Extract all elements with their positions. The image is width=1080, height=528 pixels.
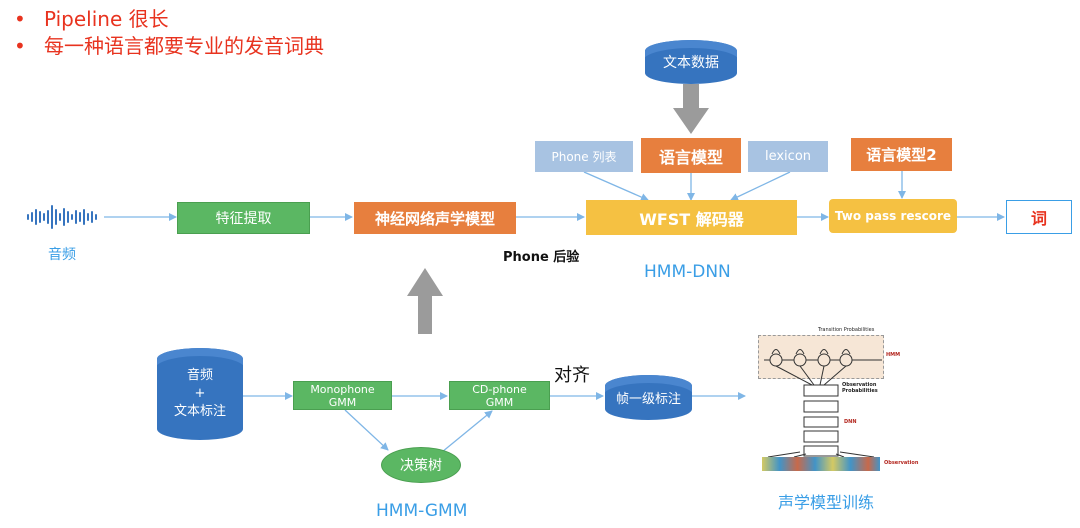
lexicon-label: lexicon — [764, 149, 812, 164]
observation-prob-label: Observation Probabilities — [842, 382, 878, 394]
frame-label-text: 帧一级标注 — [615, 392, 681, 407]
word-output-label: 词 — [1030, 209, 1047, 228]
decision-tree-label: 决策树 — [400, 458, 442, 474]
hmm-dnn-caption: HMM-DNN — [644, 262, 731, 282]
big-arrow-up — [407, 268, 443, 334]
cd-phone-gmm-line: GMM — [485, 395, 514, 409]
phone-list-label: Phone 列表 — [551, 150, 617, 164]
decision-tree-ellipse: 决策树 — [381, 447, 461, 483]
text-data-label: 文本数据 — [663, 55, 719, 71]
language-model-2-label: 语言模型2 — [866, 146, 937, 164]
big-arrow-down — [673, 84, 709, 134]
nn-acoustic-model-box: 神经网络声学模型 — [354, 202, 516, 234]
wfst-decoder-box: WFST 解码器 — [586, 200, 797, 235]
audio-text-line: + — [194, 386, 206, 401]
feature-extraction-label: 特征提取 — [215, 211, 272, 227]
audio-text-cylinder: 音频 + 文本标注 — [157, 348, 243, 440]
observation-prob-line: Probabilities — [842, 388, 878, 394]
nn-acoustic-model-label: 神经网络声学模型 — [374, 209, 495, 228]
hmm-gmm-caption: HMM-GMM — [376, 501, 468, 521]
language-model-box: 语言模型 — [641, 138, 741, 173]
two-pass-rescore-label: Two pass rescore — [834, 209, 952, 223]
monophone-gmm-line: Monophone — [310, 382, 375, 396]
phone-posterior-label: Phone 后验 — [503, 250, 580, 265]
audio-caption: 音频 — [48, 247, 76, 263]
arrow-lexicon-wfst — [730, 171, 791, 201]
arrow-phone-wfst — [583, 171, 649, 201]
lexicon-box: lexicon — [748, 141, 828, 172]
arrow-mono-tree — [344, 409, 389, 451]
text-data-cylinder: 文本数据 — [645, 40, 737, 84]
observation-prob-line: Observation — [842, 382, 877, 388]
network-svg — [762, 349, 882, 471]
hmm-dnn-network-figure: Transition Probabilities HMM Observation… — [754, 327, 922, 475]
wfst-decoder-label: WFST 解码器 — [639, 209, 744, 229]
two-pass-rescore-box: Two pass rescore — [829, 199, 957, 233]
frame-label-cylinder: 帧一级标注 — [605, 375, 692, 420]
align-label: 对齐 — [554, 365, 590, 386]
audio-text-line: 文本标注 — [173, 404, 226, 419]
cd-phone-gmm-line: CD-phone — [472, 382, 527, 396]
monophone-gmm-box: Monophone GMM — [293, 381, 392, 410]
language-model-label: 语言模型 — [658, 147, 723, 167]
word-output-box: 词 — [1006, 200, 1072, 234]
cd-phone-gmm-box: CD-phone GMM — [449, 381, 550, 410]
bullet-list: Pipeline 很长 每一种语言都要专业的发音词典 — [14, 6, 324, 60]
transition-label: Transition Probabilities — [818, 327, 875, 333]
monophone-gmm-line: GMM — [328, 395, 357, 409]
observation-label: Observation — [884, 460, 919, 466]
feature-extraction-box: 特征提取 — [177, 202, 310, 234]
phone-list-box: Phone 列表 — [535, 141, 633, 172]
language-model-2-box: 语言模型2 — [851, 138, 952, 171]
arrow-tree-cd — [441, 410, 493, 453]
dnn-label: DNN — [844, 419, 857, 425]
hmm-label: HMM — [886, 352, 901, 358]
bullet-item: 每一种语言都要专业的发音词典 — [14, 33, 324, 60]
am-training-caption: 声学模型训练 — [778, 493, 875, 512]
audio-waveform-icon — [27, 205, 97, 229]
audio-text-line: 音频 — [186, 368, 213, 383]
bullet-item: Pipeline 很长 — [14, 6, 324, 33]
